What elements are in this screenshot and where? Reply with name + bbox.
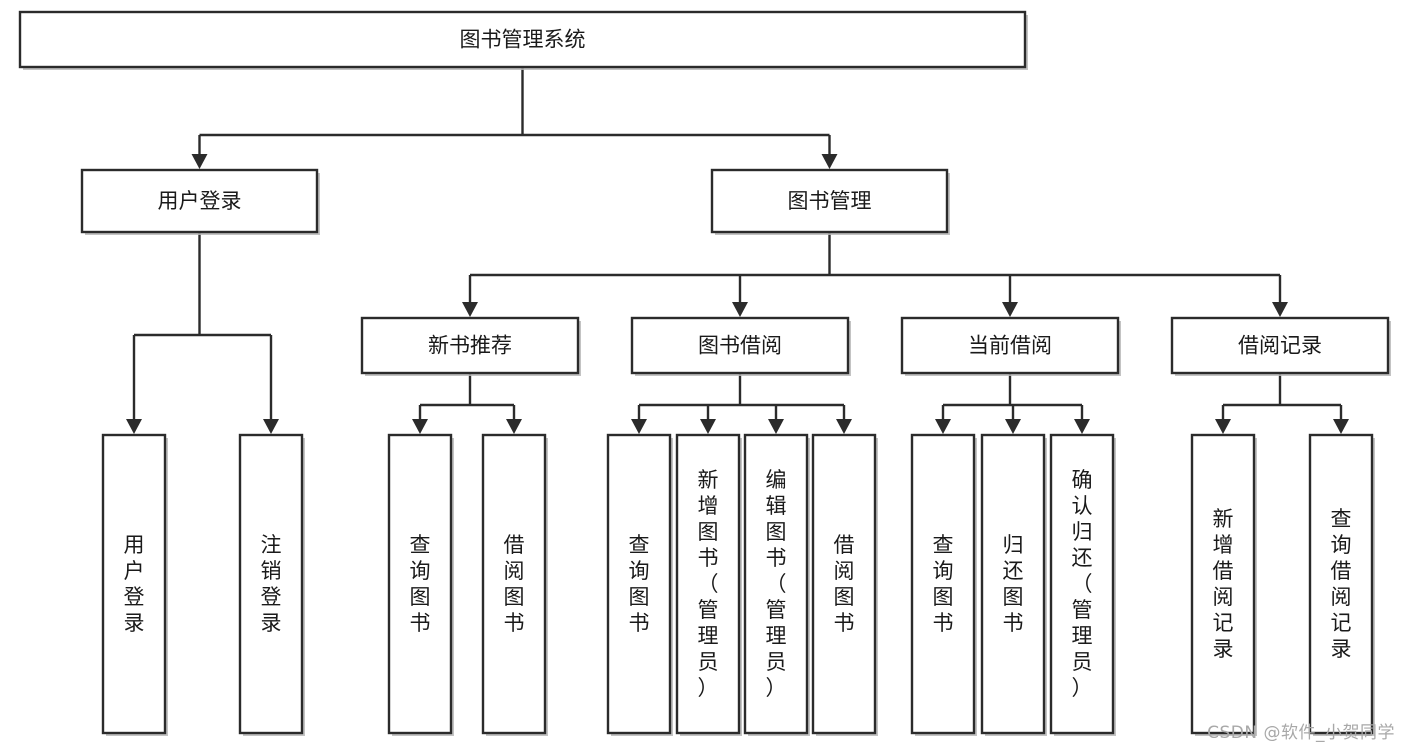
node-label: 归还图书 [1003, 533, 1024, 635]
node-box[interactable] [900, 316, 1120, 375]
node-new-book-rec[interactable]: 新书推荐 [360, 316, 581, 376]
arrow-head-icon [700, 419, 716, 434]
arrow-head-icon [1272, 302, 1288, 317]
node-book-manage[interactable]: 图书管理 [710, 168, 950, 235]
node-leaf-add-book[interactable]: 新增图书（管理员） [675, 433, 742, 736]
node-leaf-add-record[interactable]: 新增借阅记录 [1190, 433, 1257, 736]
node-box[interactable] [710, 168, 949, 234]
node-label: 用户登录 [124, 533, 145, 635]
node-label: 注销登录 [261, 533, 282, 635]
node-label: 图书管理 [788, 189, 872, 213]
connector-current-borrow [935, 373, 1090, 434]
node-label: 借阅图书 [834, 533, 855, 635]
node-label: 查询借阅记录 [1331, 507, 1352, 661]
node-layer: 图书管理系统用户登录图书管理新书推荐图书借阅当前借阅借阅记录用户登录注销登录查询… [18, 10, 1391, 736]
node-box[interactable] [238, 433, 304, 735]
node-leaf-borrow-book-2[interactable]: 借阅图书 [811, 433, 878, 736]
node-label: 查询图书 [410, 533, 431, 635]
arrow-head-icon [821, 154, 838, 169]
connector-root [191, 67, 838, 169]
node-book-borrow[interactable]: 图书借阅 [630, 316, 851, 376]
node-box[interactable] [910, 433, 976, 735]
node-box[interactable] [675, 433, 741, 735]
node-root[interactable]: 图书管理系统 [18, 10, 1028, 70]
node-label: 图书借阅 [698, 334, 782, 358]
arrow-head-icon [1074, 419, 1090, 434]
node-leaf-confirm-return[interactable]: 确认归还（管理员） [1049, 433, 1116, 736]
connector-borrow-record [1215, 373, 1349, 434]
node-label: 新书推荐 [428, 334, 512, 358]
node-box[interactable] [360, 316, 580, 375]
node-box[interactable] [481, 433, 547, 735]
node-box[interactable] [1308, 433, 1374, 735]
arrow-head-icon [631, 419, 647, 434]
node-label: 查询图书 [629, 533, 650, 635]
node-label: 用户登录 [158, 189, 242, 213]
node-label: 编辑图书（管理员） [766, 468, 787, 700]
node-label: 查询图书 [933, 533, 954, 635]
arrow-head-icon [935, 419, 951, 434]
node-leaf-user-login[interactable]: 用户登录 [101, 433, 168, 736]
node-label: 新增图书（管理员） [698, 468, 719, 700]
arrow-head-icon [1005, 419, 1021, 434]
node-label: 当前借阅 [968, 334, 1052, 358]
node-current-borrow[interactable]: 当前借阅 [900, 316, 1121, 376]
arrow-head-icon [768, 419, 784, 434]
arrow-head-icon [263, 419, 279, 434]
node-box[interactable] [743, 433, 809, 735]
node-borrow-record[interactable]: 借阅记录 [1170, 316, 1391, 376]
arrow-head-icon [126, 419, 142, 434]
node-box[interactable] [1170, 316, 1390, 375]
arrow-head-icon [462, 302, 478, 317]
node-leaf-query-book-1[interactable]: 查询图书 [387, 433, 454, 736]
node-box[interactable] [101, 433, 167, 735]
node-label: 借阅图书 [504, 533, 525, 635]
connector-book-manage [462, 232, 1288, 317]
node-box[interactable] [811, 433, 877, 735]
arrow-head-icon [506, 419, 522, 434]
node-leaf-logout[interactable]: 注销登录 [238, 433, 305, 736]
node-label: 借阅记录 [1238, 334, 1322, 358]
node-leaf-query-record[interactable]: 查询借阅记录 [1308, 433, 1375, 736]
node-box[interactable] [387, 433, 453, 735]
node-leaf-edit-book[interactable]: 编辑图书（管理员） [743, 433, 810, 736]
arrow-head-icon [1215, 419, 1231, 434]
connector-new-book-rec [412, 373, 522, 434]
node-box[interactable] [630, 316, 850, 375]
connector-user-login [126, 232, 279, 434]
node-box[interactable] [18, 10, 1027, 69]
node-leaf-query-book-2[interactable]: 查询图书 [606, 433, 673, 736]
node-label: 新增借阅记录 [1213, 507, 1234, 661]
arrow-head-icon [1333, 419, 1349, 434]
node-label: 图书管理系统 [460, 28, 586, 52]
node-box[interactable] [1049, 433, 1115, 735]
node-box[interactable] [80, 168, 319, 234]
node-user-login[interactable]: 用户登录 [80, 168, 320, 235]
node-leaf-borrow-book-1[interactable]: 借阅图书 [481, 433, 548, 736]
arrow-head-icon [191, 154, 208, 169]
arrow-head-icon [836, 419, 852, 434]
node-leaf-query-book-3[interactable]: 查询图书 [910, 433, 977, 736]
arrow-head-icon [1002, 302, 1018, 317]
node-box[interactable] [1190, 433, 1256, 735]
connector-layer [126, 67, 1349, 434]
node-label: 确认归还（管理员） [1072, 468, 1093, 700]
node-box[interactable] [980, 433, 1046, 735]
node-leaf-return-book[interactable]: 归还图书 [980, 433, 1047, 736]
csdn-watermark: CSDN @软件_小贺同学 [1207, 723, 1395, 743]
arrow-head-icon [732, 302, 748, 317]
connector-book-borrow [631, 373, 852, 434]
arrow-head-icon [412, 419, 428, 434]
node-box[interactable] [606, 433, 672, 735]
